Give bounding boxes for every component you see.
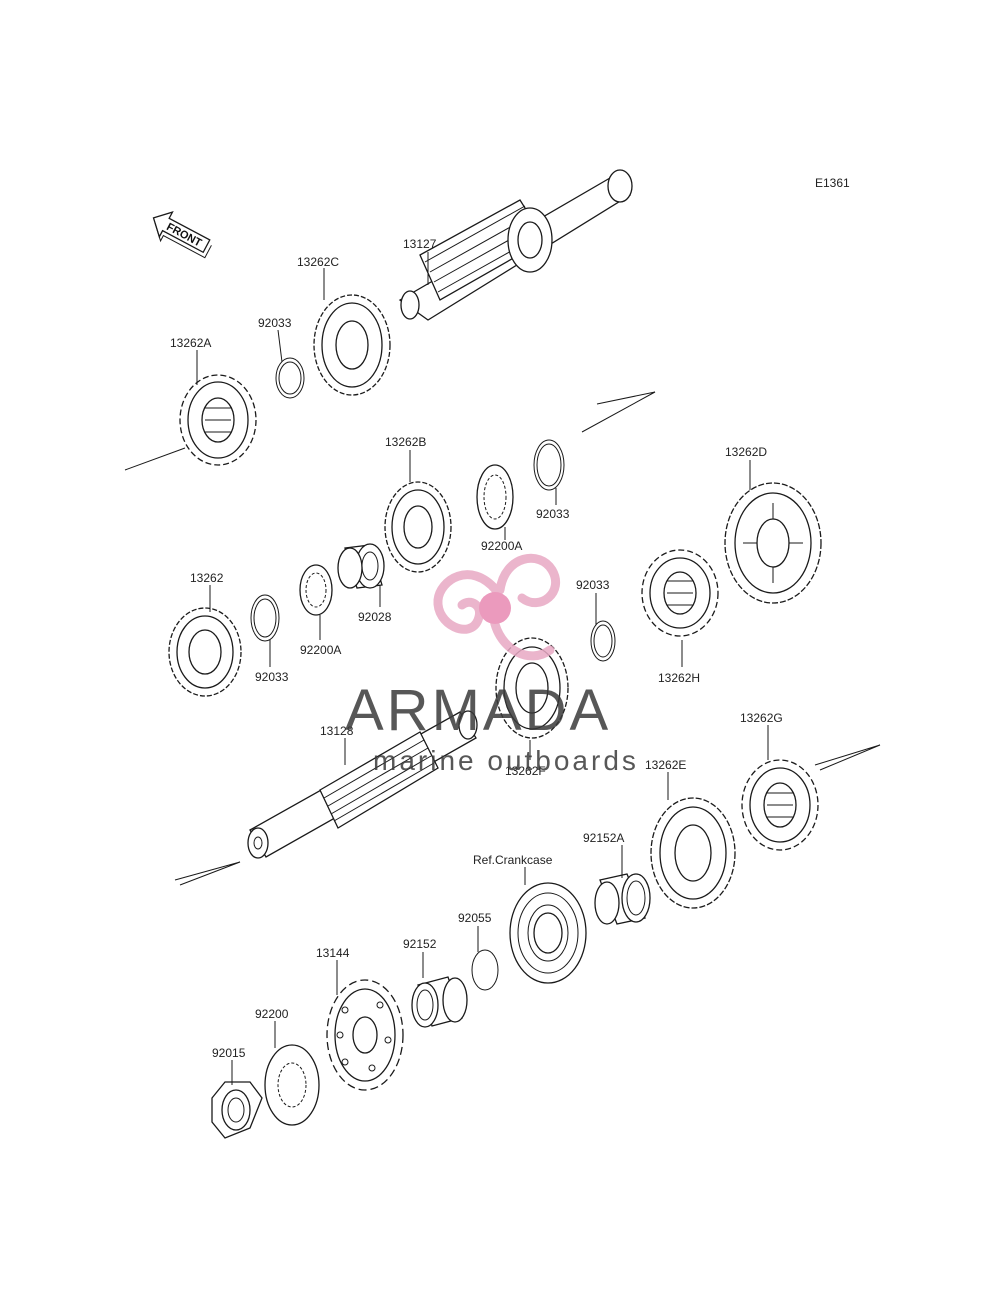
washer-92200 — [264, 1044, 320, 1126]
diagram-code: E1361 — [815, 176, 850, 190]
label-92152A: 92152A — [583, 831, 624, 845]
bearing-crankcase — [509, 882, 587, 984]
bushing-92152 — [411, 976, 468, 1028]
part-labels: 13127 13262C 92033 13262A 13262B 92200A … — [170, 237, 783, 1060]
shaft-13127 — [398, 169, 633, 321]
label-13262: 13262 — [190, 571, 224, 585]
label-92200A: 92200A — [481, 539, 522, 553]
label-92152: 92152 — [403, 937, 437, 951]
label-13127: 13127 — [403, 237, 437, 251]
label-13262G: 13262G — [740, 711, 783, 725]
watermark-brand: ARMADA — [345, 678, 611, 743]
axis-lines — [124, 391, 881, 886]
gear-13262C — [313, 294, 391, 396]
circlip-92033-1 — [275, 357, 305, 399]
armada-logo-icon — [433, 553, 561, 661]
circlip-92033-3 — [250, 594, 280, 642]
washer-92200A-1 — [476, 464, 514, 530]
gear-13262B — [384, 481, 452, 573]
washer-92200A-2 — [299, 564, 333, 616]
gear-13262 — [168, 607, 242, 697]
label-13262F: 13262F — [505, 764, 546, 778]
label-ref-crankcase: Ref.Crankcase — [473, 853, 553, 867]
oring-92055 — [471, 949, 499, 991]
front-arrow-icon: FRONT — [152, 211, 212, 259]
sprocket-13144 — [326, 979, 404, 1091]
watermark-tagline: marine outboards — [373, 745, 639, 776]
label-13144: 13144 — [316, 946, 350, 960]
label-92033: 92033 — [536, 507, 570, 521]
gear-13262F — [495, 637, 569, 739]
circlip-92033-2 — [533, 439, 565, 491]
gear-13262E — [650, 797, 736, 909]
circlip-92033-4 — [590, 620, 616, 662]
label-13262A: 13262A — [170, 336, 211, 350]
gear-13262G — [741, 759, 819, 851]
leader-lines — [196, 252, 769, 1085]
label-13262H: 13262H — [658, 671, 700, 685]
label-92200: 92200 — [255, 1007, 289, 1021]
gear-13262A — [179, 374, 257, 466]
label-92033: 92033 — [576, 578, 610, 592]
label-13262D: 13262D — [725, 445, 767, 459]
label-13128: 13128 — [320, 724, 354, 738]
shaft-13128 — [247, 710, 478, 859]
label-92028: 92028 — [358, 610, 392, 624]
gear-13262H — [641, 549, 719, 637]
label-92033: 92033 — [255, 670, 289, 684]
bushing-92152A — [594, 873, 651, 925]
gear-13262D — [724, 482, 822, 604]
bushing-92028 — [337, 543, 385, 589]
label-13262E: 13262E — [645, 758, 686, 772]
label-13262B: 13262B — [385, 435, 426, 449]
label-13262C: 13262C — [297, 255, 339, 269]
label-92200A: 92200A — [300, 643, 341, 657]
nut-92015 — [211, 1081, 263, 1139]
label-92033: 92033 — [258, 316, 292, 330]
label-92055: 92055 — [458, 911, 492, 925]
label-92015: 92015 — [212, 1046, 246, 1060]
